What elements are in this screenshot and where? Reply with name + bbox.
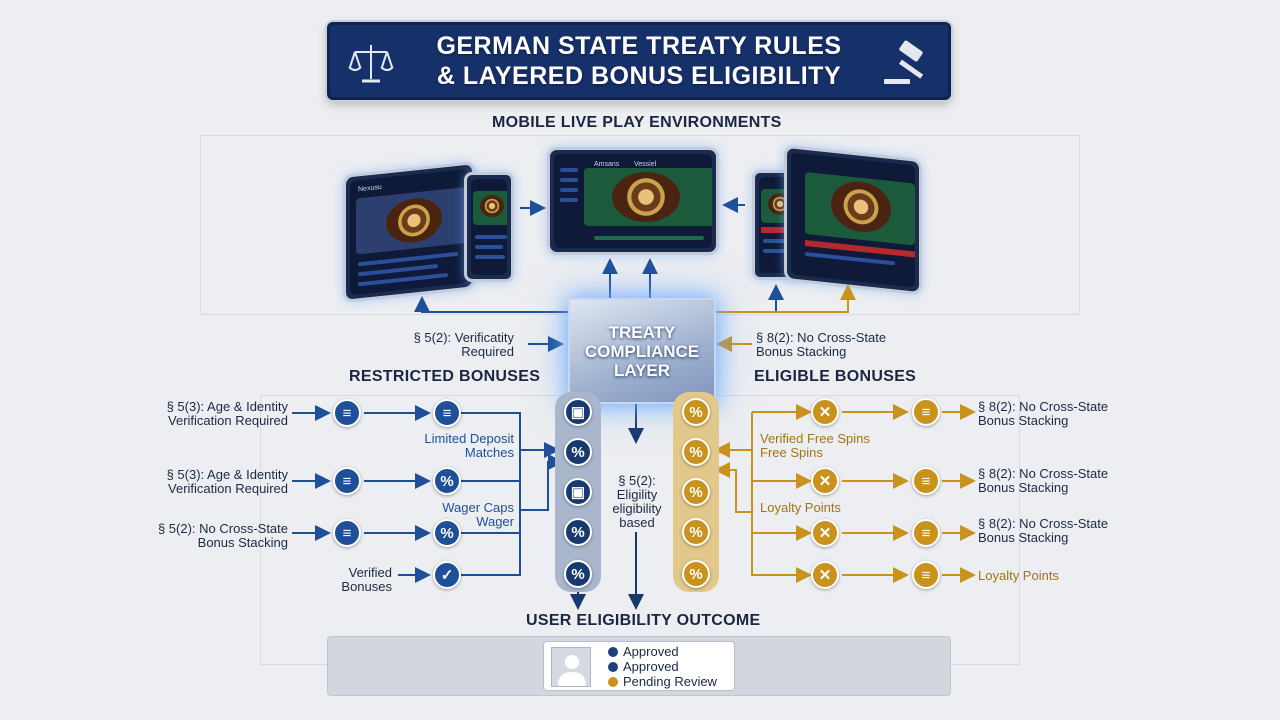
loyalty-points-label: Loyalty Points [760, 500, 841, 515]
wallet-node: ▣ [564, 398, 592, 426]
user-status-card: Approved Approved Pending Review [543, 641, 735, 691]
coins-node: ≡ [433, 399, 461, 427]
coins-node: ≡ [912, 467, 940, 495]
percent-node: % [682, 518, 710, 546]
status-approved-2: Approved [608, 660, 679, 674]
x-node: ✕ [811, 561, 839, 589]
eligible-heading: ELIGIBLE BONUSES [754, 368, 917, 385]
percent-node: % [682, 398, 710, 426]
percent-node: % [682, 478, 710, 506]
user-icon [558, 655, 586, 686]
right-side-rule: § 8(2): No Cross-State Bonus Stacking [756, 330, 887, 359]
wager-caps-label: Wager Caps Wager [442, 500, 514, 529]
roulette-wheel [480, 195, 504, 217]
percent-node: % [564, 560, 592, 588]
device-tab-label: Vessiel [634, 161, 657, 168]
roulette-wheel [612, 172, 680, 222]
check-icon [608, 677, 618, 687]
coins-node: ≡ [912, 398, 940, 426]
limited-deposit-label: Limited Deposit Matches [424, 431, 514, 460]
coins-node: ≡ [912, 561, 940, 589]
phone-left [464, 172, 514, 282]
ui-bar [560, 188, 578, 192]
device-tab-label: Amsans [594, 161, 620, 168]
verified-bonuses-label: Verified Bonuses [341, 565, 392, 594]
ui-bar [763, 249, 791, 253]
check-icon [608, 647, 618, 657]
percent-node: % [433, 467, 461, 495]
title-line-1: GERMAN STATE TREATY RULES [436, 32, 842, 60]
compliance-line-3: LAYER [613, 360, 671, 380]
percent-node: % [564, 518, 592, 546]
tablet-center: Amsans Vessiel [547, 147, 719, 255]
coins-node: ≡ [333, 467, 361, 495]
status-approved-1: Approved [608, 645, 679, 659]
percent-node: % [433, 519, 461, 547]
center-rule: § 5(2): Eligility eligibility based [612, 473, 662, 530]
treaty-compliance-layer: TREATY COMPLIANCE LAYER [568, 298, 716, 404]
restricted-rule-2: § 5(3): Age & Identity Verification Requ… [166, 467, 288, 496]
ui-bar [475, 245, 503, 249]
coins-node: ≡ [333, 399, 361, 427]
title-banner: GERMAN STATE TREATY RULES & LAYERED BONU… [327, 22, 951, 100]
check-icon [608, 662, 618, 672]
x-node: ✕ [811, 467, 839, 495]
coins-node: ≡ [912, 519, 940, 547]
ui-bar [560, 178, 578, 182]
phone-left-screen [471, 179, 507, 275]
ui-bar [594, 236, 704, 240]
check-node: ✓ [433, 561, 461, 589]
loyalty-points-end-label: Loyalty Points [978, 568, 1059, 583]
ui-bar [560, 168, 578, 172]
avatar [551, 647, 591, 687]
percent-node: % [682, 560, 710, 588]
eligible-rule-1: § 8(2): No Cross-State Bonus Stacking [978, 399, 1109, 428]
title-line-2: & LAYERED BONUS ELIGIBILITY [436, 62, 842, 90]
outcome-heading: USER ELIGIBILITY OUTCOME [526, 612, 761, 629]
environments-heading: MOBILE LIVE PLAY ENVIRONMENTS [492, 114, 782, 131]
percent-node: % [682, 438, 710, 466]
ui-bar [763, 239, 795, 243]
percent-node: % [564, 438, 592, 466]
restricted-rule-3: § 5(2): No Cross-State Bonus Stacking [157, 521, 288, 550]
ui-bar [475, 235, 507, 239]
ui-bar [560, 198, 578, 202]
gavel-icon [884, 40, 924, 84]
eligible-rule-3: § 8(2): No Cross-State Bonus Stacking [978, 516, 1109, 545]
compliance-line-1: TREATY [608, 322, 676, 342]
status-pending-review: Pending Review [608, 675, 717, 689]
eligible-rule-2: § 8(2): No Cross-State Bonus Stacking [978, 466, 1109, 495]
coins-node: ≡ [333, 519, 361, 547]
scales-icon [348, 45, 394, 83]
compliance-line-2: COMPLIANCE [584, 341, 700, 361]
ui-bar [761, 227, 795, 233]
x-node: ✕ [811, 398, 839, 426]
restricted-rule-1: § 5(3): Age & Identity Verification Requ… [166, 399, 288, 428]
wallet-node: ▣ [564, 478, 592, 506]
left-side-rule: § 5(2): Verificatity Required [413, 330, 514, 359]
ui-bar [475, 255, 505, 259]
verified-free-spins-label: Verified Free Spins Free Spins [760, 431, 870, 460]
tablet-center-screen: Amsans Vessiel [554, 154, 712, 248]
x-node: ✕ [811, 519, 839, 547]
restricted-heading: RESTRICTED BONUSES [349, 368, 541, 385]
